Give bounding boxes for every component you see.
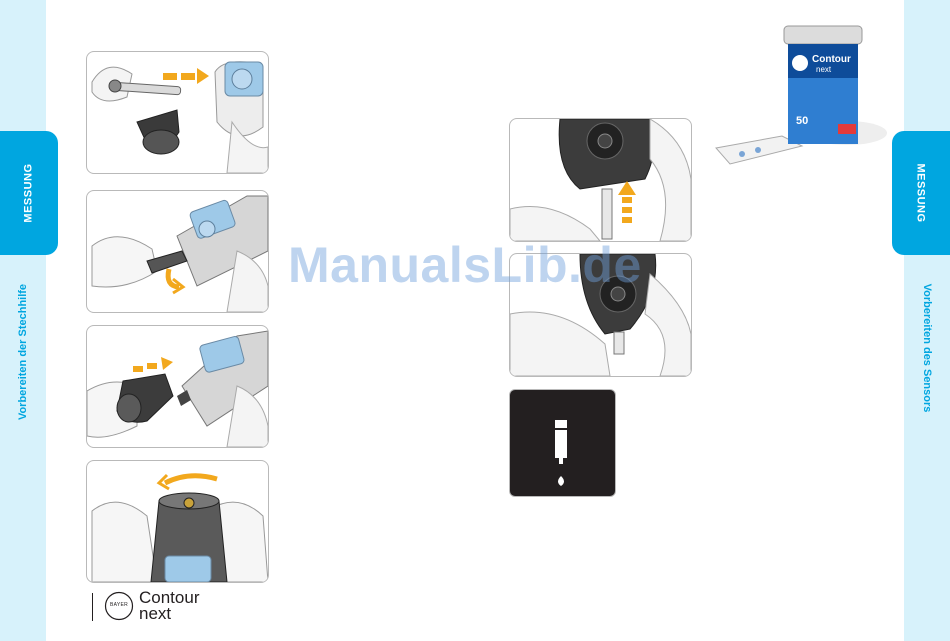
product-bottle-image: Contour next 50 xyxy=(712,18,890,168)
brand-maker: BAYER xyxy=(104,602,134,608)
watermark: ManualsLib.de xyxy=(288,236,642,294)
step-image-1 xyxy=(86,51,269,174)
section-label-stechhilfe: Vorbereiten der Stechhilfe xyxy=(17,284,29,420)
tab-messung-left[interactable]: MESSUNG xyxy=(0,131,58,255)
product-count: 50 xyxy=(796,115,808,127)
step-image-3 xyxy=(86,325,269,448)
meter-display xyxy=(509,389,616,497)
tab-label: MESSUNG xyxy=(23,163,35,222)
step-image-2 xyxy=(86,190,269,313)
product-name-line2: next xyxy=(816,65,831,74)
tab-label: MESSUNG xyxy=(915,163,927,222)
sensor-step-image-1 xyxy=(509,118,692,242)
brand-divider xyxy=(92,593,93,621)
step-image-4 xyxy=(86,460,269,583)
product-name-line1: Contour xyxy=(812,54,851,65)
section-label-sensor: Vorbereiten des Sensors xyxy=(921,284,933,413)
brand-word-next: next xyxy=(139,606,171,622)
tab-messung-right[interactable]: MESSUNG xyxy=(892,131,950,255)
